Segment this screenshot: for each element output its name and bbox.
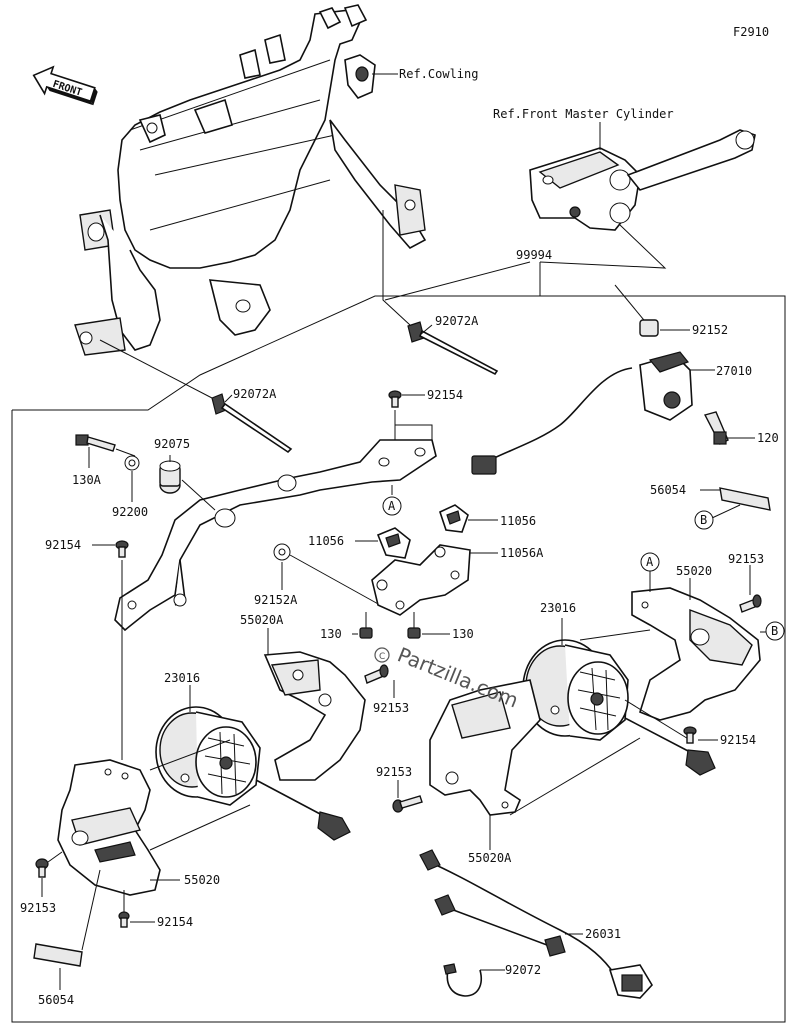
screw-120 <box>703 411 729 445</box>
part-92072A-left: 92072A <box>233 387 277 401</box>
part-92154-bottom: 92154 <box>157 915 193 929</box>
front-master-cylinder <box>529 129 756 231</box>
cable-tie-92072A-top <box>407 321 499 376</box>
part-55020A-left: 55020A <box>240 613 284 627</box>
part-26031: 26031 <box>585 927 621 941</box>
part-55020A-bottom: 55020A <box>468 851 512 865</box>
part-92154-top: 92154 <box>427 388 463 402</box>
lamp-bracket-55020A-right <box>429 679 541 816</box>
connector-right <box>624 717 716 776</box>
rubber-92075 <box>159 460 181 494</box>
bracket-11056-right <box>439 504 469 533</box>
part-92154-right: 92154 <box>720 733 756 747</box>
part-92153-mid: 92153 <box>373 701 409 715</box>
bolt-92154-right <box>683 726 697 744</box>
bracket-stay <box>114 439 437 632</box>
ref-front-master-cylinder-label: Ref.Front Master Cylinder <box>493 107 674 121</box>
bolt-92154-bottom <box>118 911 130 928</box>
bracket-11056-left <box>376 527 411 559</box>
reflector-56054-left <box>33 943 83 967</box>
part-92072: 92072 <box>505 963 541 977</box>
part-92153-right: 92153 <box>728 552 764 566</box>
part-130-left: 130 <box>320 627 342 641</box>
wire-harness-26031 <box>419 849 653 999</box>
part-23016-right: 23016 <box>540 601 576 615</box>
callout-a-right: A <box>640 552 660 572</box>
fog-lamp-23016-left <box>155 706 261 806</box>
bolt-92153-left <box>35 858 49 878</box>
part-92075: 92075 <box>154 437 190 451</box>
switch-27010 <box>471 351 693 475</box>
svg-text:C: C <box>379 652 385 662</box>
frame-assembly <box>74 4 427 356</box>
part-55020-left: 55020 <box>184 873 220 887</box>
callout-a-right-label: A <box>646 555 654 569</box>
part-11056A: 11056A <box>500 546 544 560</box>
part-92154-left: 92154 <box>45 538 81 552</box>
part-23016-left: 23016 <box>164 671 200 685</box>
part-92153-left: 92153 <box>20 901 56 915</box>
clamp-92072 <box>443 963 482 997</box>
connector-left <box>255 779 351 841</box>
washer-92200 <box>124 455 140 471</box>
part-56054-right: 56054 <box>650 483 686 497</box>
part-92153-midleft: 92153 <box>376 765 412 779</box>
bolt-92154-top <box>388 390 402 408</box>
collar-92152 <box>639 319 659 337</box>
callout-b-right-housing: B <box>765 621 785 641</box>
part-120: 120 <box>757 431 779 445</box>
part-92152A: 92152A <box>254 593 298 607</box>
part-55020-right: 55020 <box>676 564 712 578</box>
reflector-56054-right <box>719 487 771 511</box>
bolt-130A <box>75 434 116 452</box>
callout-a-top-label: A <box>388 499 396 513</box>
lamp-housing-55020-left <box>57 759 161 896</box>
diagram-code: F2910 <box>733 25 769 39</box>
part-11056-right: 11056 <box>500 514 536 528</box>
part-130A: 130A <box>72 473 102 487</box>
part-130-right: 130 <box>452 627 474 641</box>
ref-cowling-label: Ref.Cowling <box>399 67 478 81</box>
lamp-bracket-55020A-left <box>263 651 366 781</box>
part-56054-left: 56054 <box>38 993 74 1007</box>
callout-b-right: B <box>694 510 714 530</box>
nut-130-right <box>407 627 421 639</box>
part-99994: 99994 <box>516 248 552 262</box>
lamp-housing-55020-right <box>631 587 761 721</box>
part-92072A-top: 92072A <box>435 314 479 328</box>
bolt-92153-mid <box>364 664 389 684</box>
part-27010: 27010 <box>716 364 752 378</box>
part-11056-left: 11056 <box>308 534 344 548</box>
bolt-92153-midleft <box>392 795 423 813</box>
callout-b-housing-label: B <box>771 624 778 638</box>
callout-a-top: A <box>382 496 402 516</box>
bracket-11056A <box>371 544 471 616</box>
nut-130-left <box>359 627 373 639</box>
cable-tie-92072A-left <box>211 393 293 454</box>
fog-lamp-23016-right <box>522 639 629 741</box>
front-arrow-icon: FRONT <box>32 65 98 106</box>
collar-92152A <box>273 543 291 561</box>
part-92200: 92200 <box>112 505 148 519</box>
callout-b-right-label: B <box>700 513 707 527</box>
part-92152: 92152 <box>692 323 728 337</box>
bolt-92153-right <box>739 594 762 613</box>
bolt-92154-left <box>115 540 129 558</box>
